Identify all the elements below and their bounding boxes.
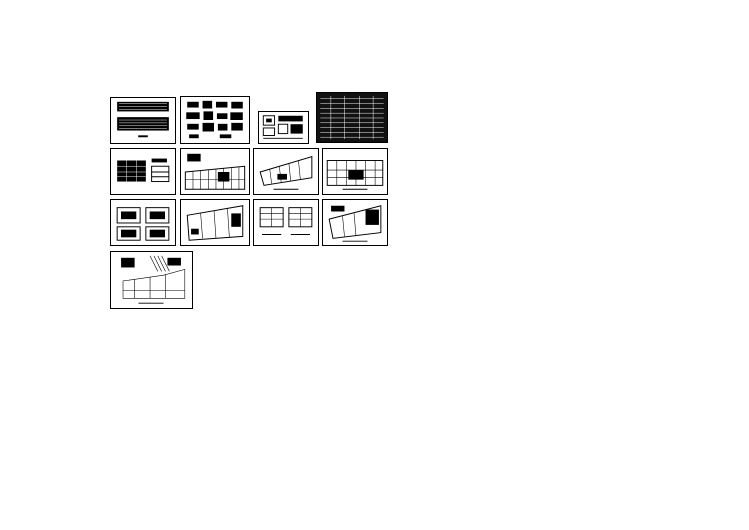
drawing-sheet-2[interactable] (180, 96, 250, 144)
sheet-12-content (328, 205, 382, 242)
drawing-sheet-10[interactable] (180, 199, 250, 246)
sheet-5-content (117, 158, 170, 183)
drawing-sheet-3[interactable] (258, 111, 309, 144)
drawing-sheet-9[interactable] (110, 199, 176, 246)
drawing-sheet-11[interactable] (253, 199, 319, 246)
sheet-1-content (117, 101, 169, 138)
drawing-sheet-4[interactable] (316, 92, 388, 143)
sheet-10-content (186, 205, 244, 241)
drawing-sheet-8[interactable] (322, 148, 388, 195)
drawing-sheet-5[interactable] (110, 148, 176, 195)
sheet-3-content (262, 115, 303, 139)
sheet-11-content (259, 207, 313, 235)
sheet-7-content (259, 156, 313, 190)
sheet-6-content (184, 153, 246, 190)
sheet-4-content (320, 95, 384, 140)
drawing-sheet-7[interactable] (253, 148, 319, 195)
drawing-sheet-13[interactable] (110, 251, 193, 309)
drawing-sheet-12[interactable] (322, 199, 388, 246)
drawing-sheet-1[interactable] (110, 97, 176, 144)
drawing-sheet-6[interactable] (180, 148, 250, 195)
sheet-9-content (116, 207, 170, 241)
sheet-13-content (121, 255, 186, 304)
sheet-2-content (186, 100, 243, 139)
sheet-8-content (326, 160, 384, 190)
